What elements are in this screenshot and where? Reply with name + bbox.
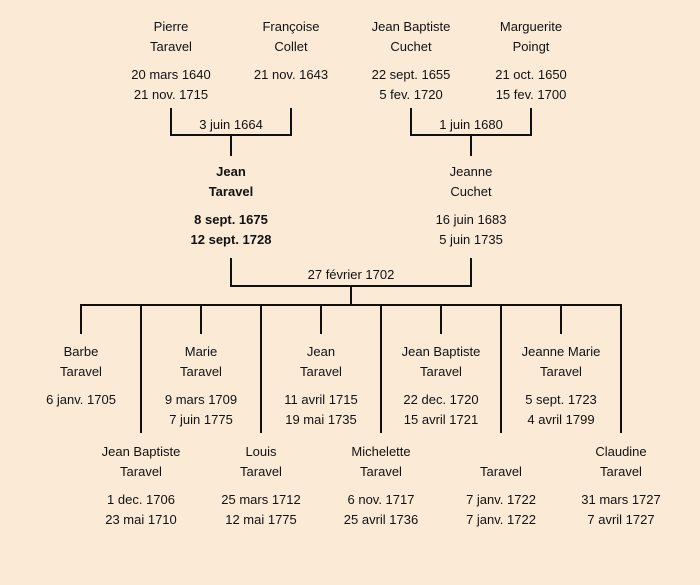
connector-line xyxy=(470,134,472,156)
first-name: Claudine xyxy=(595,444,647,459)
death-date: 19 mai 1735 xyxy=(285,412,357,427)
connector-line xyxy=(530,108,532,136)
death-date: 7 juin 1775 xyxy=(169,412,233,427)
connector-line xyxy=(350,285,352,306)
death-date: 15 fev. 1700 xyxy=(495,87,567,102)
death-date: 7 janv. 1722 xyxy=(466,512,536,527)
death-date: 15 avril 1721 xyxy=(403,412,479,427)
death-date: 21 nov. 1715 xyxy=(133,87,209,102)
connector-line xyxy=(260,304,262,433)
first-name: Michelette xyxy=(351,444,411,459)
birth-date: 21 nov. 1643 xyxy=(253,67,329,82)
first-name: Jean xyxy=(306,344,336,359)
birth-date: 21 oct. 1650 xyxy=(495,67,567,82)
connector-line xyxy=(320,304,322,334)
last-name: Cuchet xyxy=(450,184,492,199)
connector-line xyxy=(410,108,412,136)
connector-line xyxy=(560,304,562,334)
connector-line xyxy=(80,304,82,334)
first-name: Marie xyxy=(184,344,218,359)
first-name: Jean Baptiste xyxy=(401,344,481,359)
marriage-date: 1 juin 1680 xyxy=(439,117,503,132)
birth-date: 7 janv. 1722 xyxy=(466,492,536,507)
connector-line xyxy=(440,304,442,334)
last-name: Taravel xyxy=(180,364,222,379)
connector-line xyxy=(80,304,622,306)
last-name: Taravel xyxy=(60,364,102,379)
death-date: 12 mai 1775 xyxy=(225,512,297,527)
last-name: Taravel xyxy=(150,39,192,54)
first-name: Jean xyxy=(216,164,246,179)
last-name: Taravel xyxy=(240,464,282,479)
connector-line xyxy=(470,258,472,287)
first-name: Louis xyxy=(245,444,277,459)
birth-date: 11 avril 1715 xyxy=(284,392,358,407)
last-name: Cuchet xyxy=(390,39,432,54)
connector-line xyxy=(230,258,232,287)
birth-date: 31 mars 1727 xyxy=(581,492,661,507)
first-name: Jean Baptiste xyxy=(371,19,451,34)
birth-date: 5 sept. 1723 xyxy=(525,392,597,407)
birth-date: 16 juin 1683 xyxy=(435,212,507,227)
connector-line xyxy=(290,108,292,136)
last-name: Taravel xyxy=(360,464,402,479)
death-date: 4 avril 1799 xyxy=(527,412,595,427)
last-name: Taravel xyxy=(420,364,462,379)
connector-line xyxy=(380,304,382,433)
birth-date: 1 dec. 1706 xyxy=(107,492,175,507)
first-name: Pierre xyxy=(153,19,189,34)
birth-date: 6 janv. 1705 xyxy=(46,392,116,407)
death-date: 5 juin 1735 xyxy=(439,232,503,247)
last-name: Taravel xyxy=(208,184,254,199)
birth-date: 22 dec. 1720 xyxy=(403,392,479,407)
first-name: Françoise xyxy=(262,19,320,34)
last-name: Collet xyxy=(274,39,308,54)
last-name: Poingt xyxy=(512,39,550,54)
connector-line xyxy=(620,304,622,433)
first-name: Marguerite xyxy=(499,19,563,34)
connector-line xyxy=(230,134,232,156)
first-name: Barbe xyxy=(63,344,99,359)
first-name: Jeanne Marie xyxy=(521,344,601,359)
birth-date: 9 mars 1709 xyxy=(164,392,238,407)
connector-line xyxy=(500,304,502,433)
connector-line xyxy=(140,304,142,433)
last-name: Taravel xyxy=(480,464,522,479)
death-date: 25 avril 1736 xyxy=(343,512,419,527)
death-date: 23 mai 1710 xyxy=(105,512,177,527)
death-date: 7 avril 1727 xyxy=(587,512,655,527)
last-name: Taravel xyxy=(540,364,582,379)
connector-line xyxy=(200,304,202,334)
first-name: Jeanne xyxy=(449,164,493,179)
last-name: Taravel xyxy=(300,364,342,379)
connector-line xyxy=(170,108,172,136)
birth-date: 22 sept. 1655 xyxy=(371,67,451,82)
death-date: 12 sept. 1728 xyxy=(190,232,272,247)
first-name: Jean Baptiste xyxy=(101,444,181,459)
marriage-date: 27 février 1702 xyxy=(307,267,395,282)
last-name: Taravel xyxy=(120,464,162,479)
birth-date: 20 mars 1640 xyxy=(131,67,211,82)
last-name: Taravel xyxy=(600,464,642,479)
marriage-date: 3 juin 1664 xyxy=(199,117,263,132)
birth-date: 6 nov. 1717 xyxy=(347,492,415,507)
birth-date: 25 mars 1712 xyxy=(221,492,301,507)
death-date: 5 fev. 1720 xyxy=(379,87,443,102)
birth-date: 8 sept. 1675 xyxy=(194,212,268,227)
